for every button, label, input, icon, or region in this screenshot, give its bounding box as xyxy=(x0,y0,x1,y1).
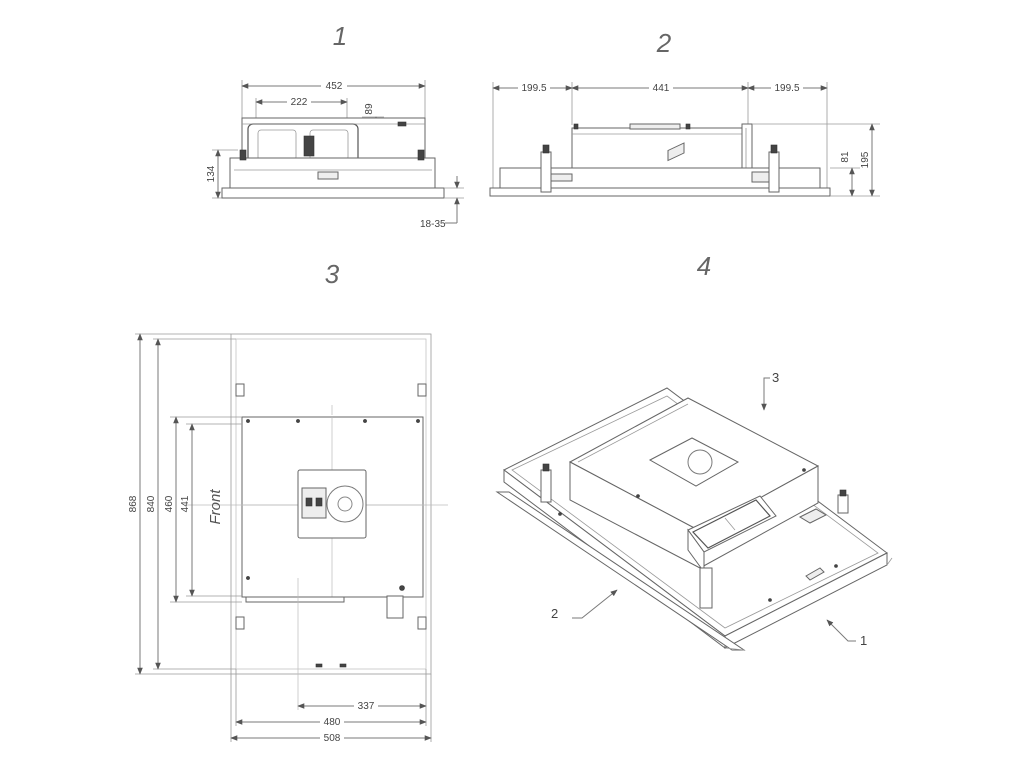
view-1: 1 452 222 89 134 xyxy=(206,21,464,230)
view-4-number: 4 xyxy=(697,251,711,281)
dim-195-label: 195 xyxy=(860,151,871,168)
view-2: 2 199.5 441 199.5 81 xyxy=(489,28,880,197)
outer-frame xyxy=(230,333,432,675)
dim-460-label: 460 xyxy=(164,495,175,512)
dim-452-label: 452 xyxy=(326,81,343,92)
dim-480-label: 480 xyxy=(324,717,341,728)
callout-1-leader xyxy=(826,619,856,642)
callout-2-leader xyxy=(572,589,618,619)
front-label: Front xyxy=(207,489,224,525)
dim-222-label: 222 xyxy=(291,97,308,108)
dim-81-label: 81 xyxy=(840,151,851,163)
dim-199-left-label: 199.5 xyxy=(521,83,546,94)
view-3: 3 Front xyxy=(128,259,448,744)
view-4: 4 xyxy=(495,142,893,651)
callout-2-label: 2 xyxy=(551,606,558,621)
dim-441-label: 441 xyxy=(653,83,670,94)
dim-337-label: 337 xyxy=(358,701,375,712)
dim-840-label: 840 xyxy=(146,495,157,512)
view-3-number: 3 xyxy=(325,259,340,289)
dim-134-label: 134 xyxy=(206,165,217,182)
callout-3-leader xyxy=(761,377,768,411)
callout-1-label: 1 xyxy=(860,633,867,648)
dim-868-label: 868 xyxy=(128,495,139,512)
dim-89-label: 89 xyxy=(364,103,375,115)
view-2-number: 2 xyxy=(656,28,672,58)
dim-508-label: 508 xyxy=(324,733,341,744)
dim-18-35-label: 18-35 xyxy=(420,219,446,230)
dim-441-v-label: 441 xyxy=(180,495,191,512)
callout-3-label: 3 xyxy=(772,370,779,385)
dim-199-right-label: 199.5 xyxy=(774,83,799,94)
view-1-number: 1 xyxy=(333,21,347,51)
